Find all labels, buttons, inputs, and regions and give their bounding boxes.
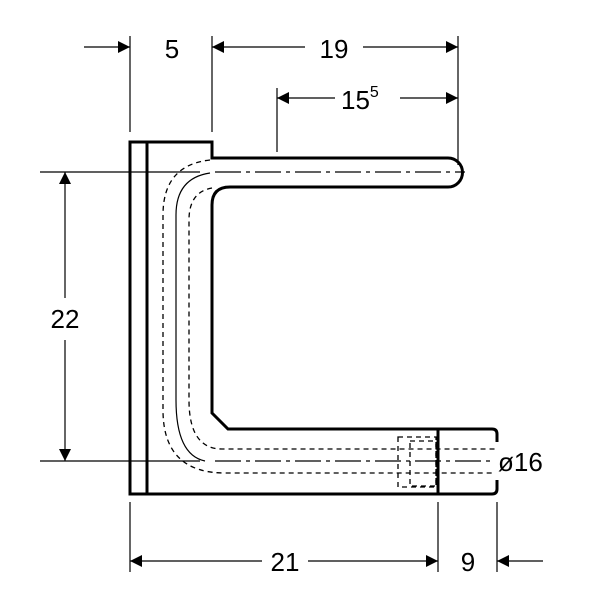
dim-outlet-length: 9 xyxy=(461,547,475,577)
dimension-lines xyxy=(59,41,543,567)
dim-arm-length: 155 xyxy=(341,84,379,115)
extension-lines xyxy=(129,36,498,572)
bracket-outline xyxy=(128,140,499,496)
dim-bottom-length: 21 xyxy=(271,547,300,577)
dim-diameter: ø16 xyxy=(498,447,543,477)
dim-block-width: 5 xyxy=(165,34,179,64)
dim-overall-width: 19 xyxy=(320,34,349,64)
dim-height: 22 xyxy=(51,304,80,334)
dim-arm-length-main: 15 xyxy=(341,85,370,115)
hidden-pipe xyxy=(162,159,495,488)
centerlines xyxy=(40,171,495,462)
dim-arm-length-sup: 5 xyxy=(370,84,379,101)
